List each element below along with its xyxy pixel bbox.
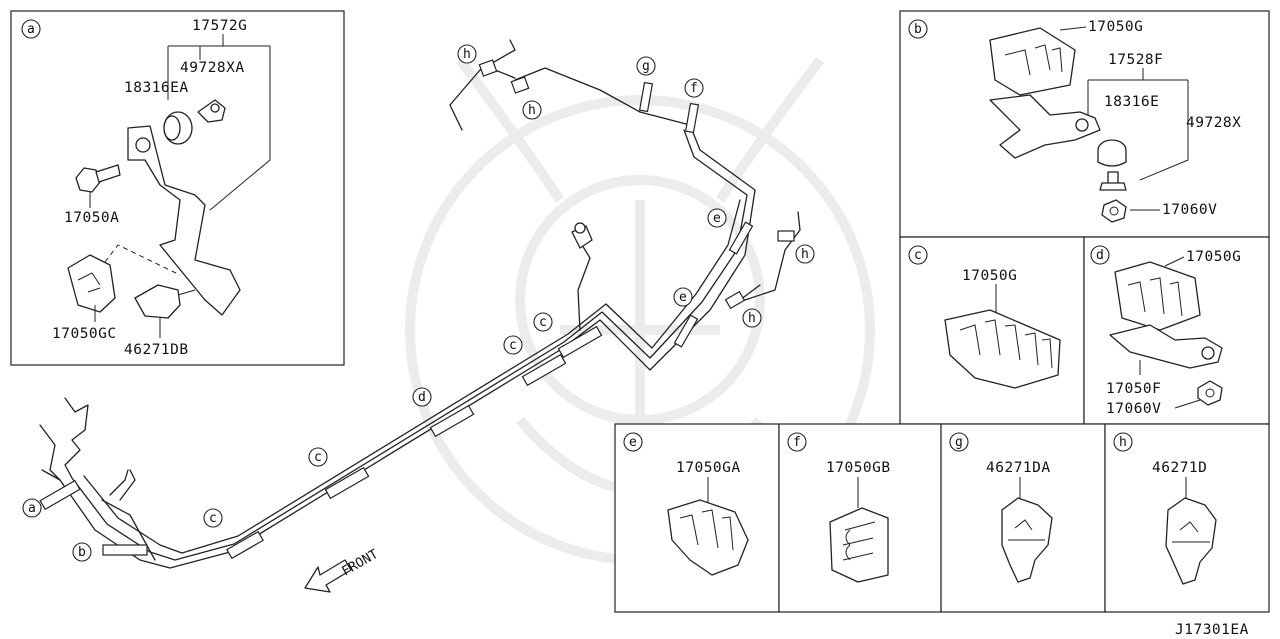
pin [1099, 171, 1127, 191]
callout-h[interactable]: h [522, 100, 542, 120]
nut [1101, 199, 1127, 223]
part-49728XA[interactable]: 49728XA [180, 60, 245, 76]
svg-text:h: h [528, 103, 536, 118]
svg-text:b: b [78, 545, 86, 560]
svg-text:h: h [748, 311, 756, 326]
clip [1165, 497, 1217, 585]
clip [1114, 261, 1201, 331]
part-17050GA[interactable]: 17050GA [676, 460, 741, 476]
part-17050GB[interactable]: 17050GB [826, 460, 891, 476]
part-17050G[interactable]: 17050G [1186, 249, 1241, 265]
svg-text:a: a [28, 501, 36, 516]
clip [829, 507, 889, 583]
clip [67, 254, 116, 313]
panel-e: e 17050GA [614, 423, 780, 613]
clip [944, 309, 1061, 389]
part-18316EA[interactable]: 18316EA [124, 80, 189, 96]
nut [1197, 380, 1223, 406]
part-17050F[interactable]: 17050F [1106, 381, 1161, 397]
panel-h: h 46271D [1104, 423, 1270, 613]
svg-text:h: h [1119, 435, 1127, 450]
panel-b: b 17050G 17528F 18316E 49728X 17060V [899, 10, 1270, 238]
part-17050GC[interactable]: 17050GC [52, 326, 117, 342]
diagram-id: J17301EA [1175, 622, 1249, 638]
svg-text:a: a [27, 22, 35, 37]
part-46271D[interactable]: 46271D [1152, 460, 1207, 476]
front-arrow: FRONT [304, 547, 382, 593]
svg-text:d: d [1096, 248, 1104, 263]
bracket [989, 94, 1101, 159]
svg-text:h: h [463, 47, 471, 62]
svg-text:e: e [713, 211, 721, 226]
callout-h[interactable]: h [742, 308, 762, 328]
svg-text:f: f [690, 81, 698, 96]
clip [667, 499, 749, 576]
part-18316E[interactable]: 18316E [1104, 94, 1159, 110]
svg-text:c: c [914, 248, 922, 263]
part-17060V[interactable]: 17060V [1106, 401, 1161, 417]
callout-h[interactable]: h [457, 44, 477, 64]
callout-d[interactable]: d [412, 387, 432, 407]
main-callouts: a b c c c c d e e f g h h h h [22, 44, 815, 562]
part-17572G[interactable]: 17572G [192, 18, 247, 34]
part-49728X[interactable]: 49728X [1186, 115, 1241, 131]
panel-c: c 17050G [899, 236, 1085, 425]
callout-f[interactable]: f [684, 78, 704, 98]
bracket [127, 125, 241, 316]
callout-c[interactable]: c [533, 312, 553, 332]
svg-text:g: g [642, 59, 650, 74]
panel-g: g 46271DA [940, 423, 1106, 613]
part-17060V[interactable]: 17060V [1162, 202, 1217, 218]
bracket [1109, 324, 1223, 369]
svg-text:e: e [679, 290, 687, 305]
svg-text:b: b [914, 22, 922, 37]
part-46271DB[interactable]: 46271DB [124, 342, 189, 358]
clip [989, 27, 1076, 96]
svg-text:h: h [801, 247, 809, 262]
tube-clamps [39, 59, 795, 560]
callout-c[interactable]: c [308, 447, 328, 467]
svg-text:c: c [314, 450, 322, 465]
callout-c[interactable]: c [503, 335, 523, 355]
callout-a[interactable]: a [22, 498, 42, 518]
svg-text:e: e [629, 435, 637, 450]
svg-text:c: c [209, 511, 217, 526]
callout-e[interactable]: e [707, 208, 727, 228]
panel-d: d 17050G 17050F 17060V [1083, 236, 1270, 425]
svg-text:d: d [418, 390, 426, 405]
svg-text:f: f [793, 435, 801, 450]
callout-b[interactable]: b [72, 542, 92, 562]
brake-tube-assembly[interactable] [39, 39, 801, 569]
callout-e[interactable]: e [673, 287, 693, 307]
part-17528F[interactable]: 17528F [1108, 52, 1163, 68]
panel-f: f 17050GB [778, 423, 942, 613]
part-46271DA[interactable]: 46271DA [986, 460, 1051, 476]
part-17050G[interactable]: 17050G [1088, 19, 1143, 35]
callout-g[interactable]: g [636, 56, 656, 76]
clip [134, 284, 181, 319]
panel-a: a 17572G 49728XA 18316EA 17050A 17050GC … [10, 10, 345, 366]
part-17050A[interactable]: 17050A [64, 210, 119, 226]
svg-text:c: c [509, 338, 517, 353]
callout-c[interactable]: c [203, 508, 223, 528]
part-17050G[interactable]: 17050G [962, 268, 1017, 284]
svg-text:g: g [955, 435, 963, 450]
svg-text:c: c [539, 315, 547, 330]
callout-h[interactable]: h [795, 244, 815, 264]
front-label: FRONT [340, 547, 382, 580]
